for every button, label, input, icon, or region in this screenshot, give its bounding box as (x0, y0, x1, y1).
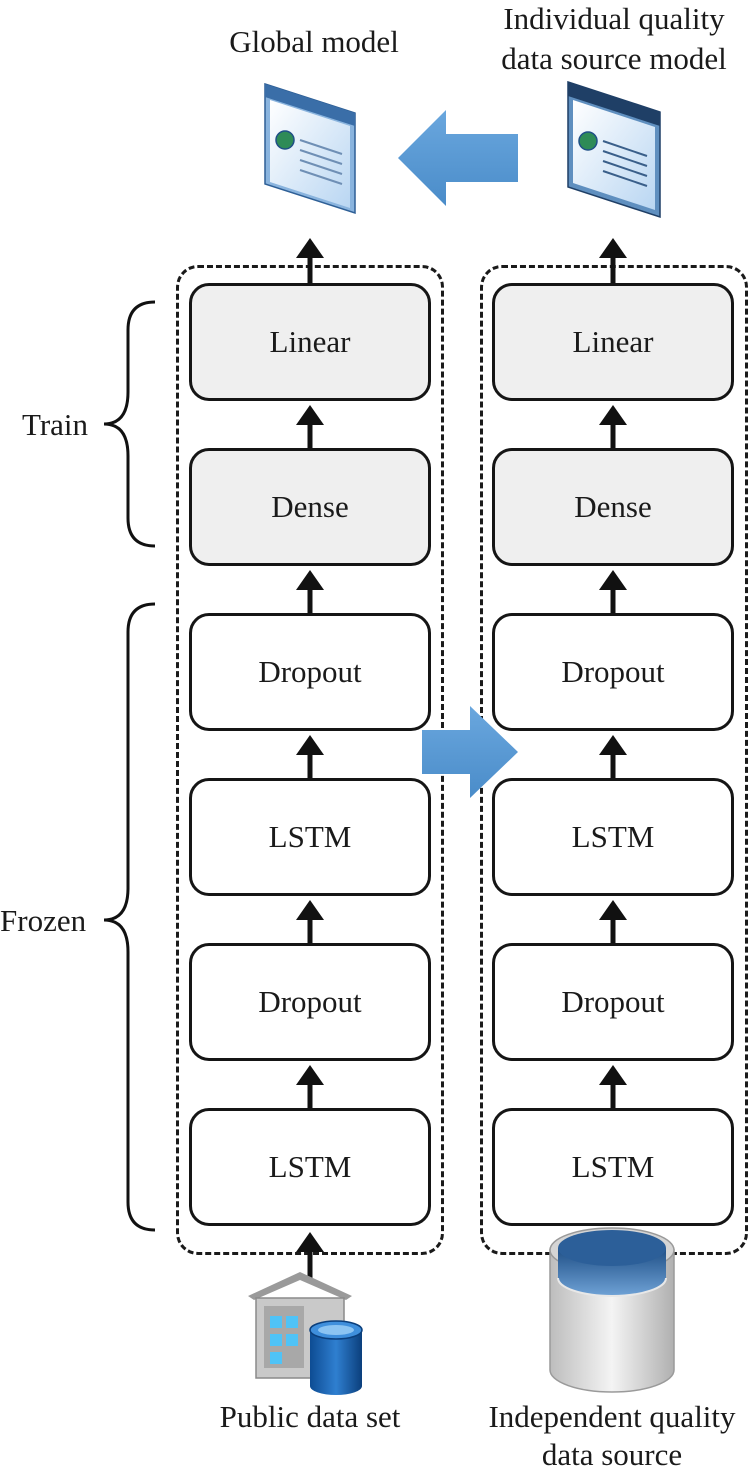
left-linear-layer: Linear (189, 283, 431, 401)
individual-model-label-line1: Individual quality (503, 1, 725, 36)
right-lstm-layer-top: LSTM (492, 778, 734, 896)
global-model-window-icon (264, 82, 356, 215)
left-dropout-layer-top: Dropout (189, 613, 431, 731)
frozen-brace (103, 602, 156, 1232)
right-flow-arrows (599, 238, 627, 1275)
individual-model-window-icon (567, 80, 661, 219)
right-lstm-layer-bottom: LSTM (492, 1108, 734, 1226)
independent-data-source-label-line2: data source (541, 1437, 683, 1472)
public-data-set-label: Public data set (219, 1399, 401, 1434)
frozen-label: Frozen (0, 903, 87, 938)
train-label: Train (22, 407, 89, 442)
aggregate-arrow-left (398, 110, 518, 206)
independent-data-source-icon (549, 1227, 675, 1393)
right-linear-layer: Linear (492, 283, 734, 401)
right-dropout-layer-bottom: Dropout (492, 943, 734, 1061)
left-lstm-layer-top: LSTM (189, 778, 431, 896)
left-flow-arrows (296, 238, 324, 1280)
left-lstm-layer-bottom: LSTM (189, 1108, 431, 1226)
global-model-label: Global model (229, 24, 399, 59)
individual-model-label-line2: data source model (501, 41, 727, 76)
right-dropout-layer-top: Dropout (492, 613, 734, 731)
public-data-set-icon (248, 1272, 363, 1395)
train-brace (103, 300, 156, 548)
independent-data-source-label-line1: Independent quality (488, 1399, 736, 1434)
left-dense-layer: Dense (189, 448, 431, 566)
left-dropout-layer-bottom: Dropout (189, 943, 431, 1061)
transfer-arrow-right (422, 706, 518, 798)
right-dense-layer: Dense (492, 448, 734, 566)
